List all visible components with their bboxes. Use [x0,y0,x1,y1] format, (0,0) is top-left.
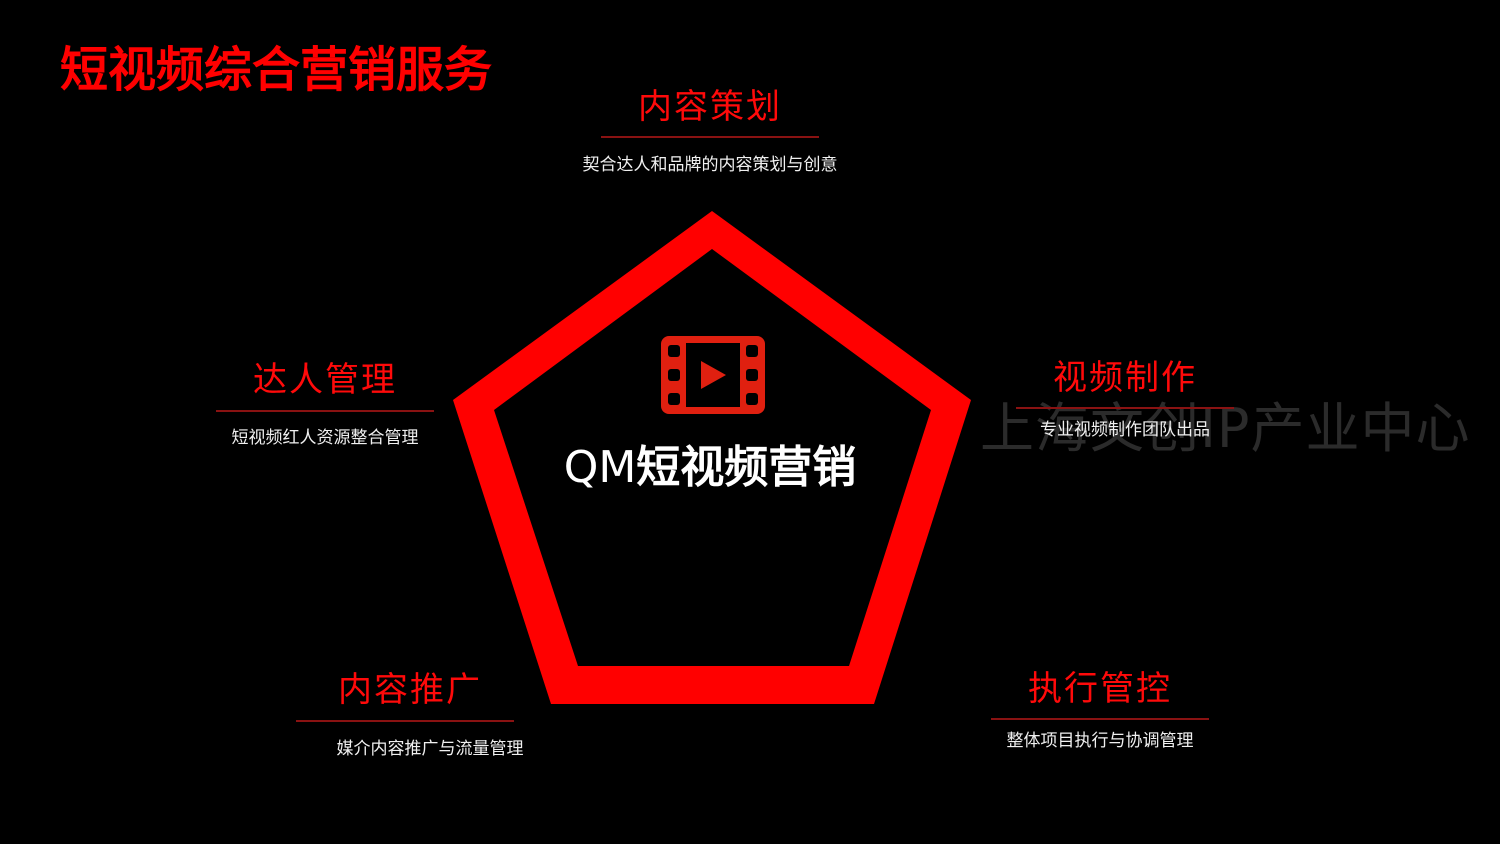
node-description: 短视频红人资源整合管理 [231,428,419,448]
node-description: 媒介内容推广与流量管理 [336,739,524,759]
center-title-main: 短视频营销 [636,442,857,493]
node-title: 视频制作 [1053,358,1197,398]
node-title: 执行管控 [1028,669,1172,709]
node-description: 整体项目执行与协调管理 [1006,731,1194,751]
node-title: 内容策划 [638,87,782,127]
node-description: 契合达人和品牌的内容策划与创意 [582,155,838,175]
node-description: 专业视频制作团队出品 [1040,420,1210,440]
node-title: 内容推广 [338,670,482,710]
node-title: 达人管理 [253,360,397,400]
page-title: 短视频综合营销服务 [60,42,493,98]
center-title-prefix: QM [563,442,637,493]
node-divider [216,410,434,412]
node-talent-management: 达人管理 短视频红人资源整合管理 [200,359,450,450]
node-execution-control: 执行管控 整体项目执行与协调管理 [975,668,1225,753]
center-title: QM短视频营销 [540,440,880,496]
node-divider [601,136,819,138]
film-play-icon [661,336,765,414]
node-video-production: 视频制作 专业视频制作团队出品 [1000,357,1250,442]
node-content-promotion: 内容推广 媒介内容推广与流量管理 [280,669,540,761]
node-divider [991,718,1209,720]
node-content-planning: 内容策划 契合达人和品牌的内容策划与创意 [560,86,860,177]
node-divider [296,720,514,722]
node-divider [1016,407,1234,409]
